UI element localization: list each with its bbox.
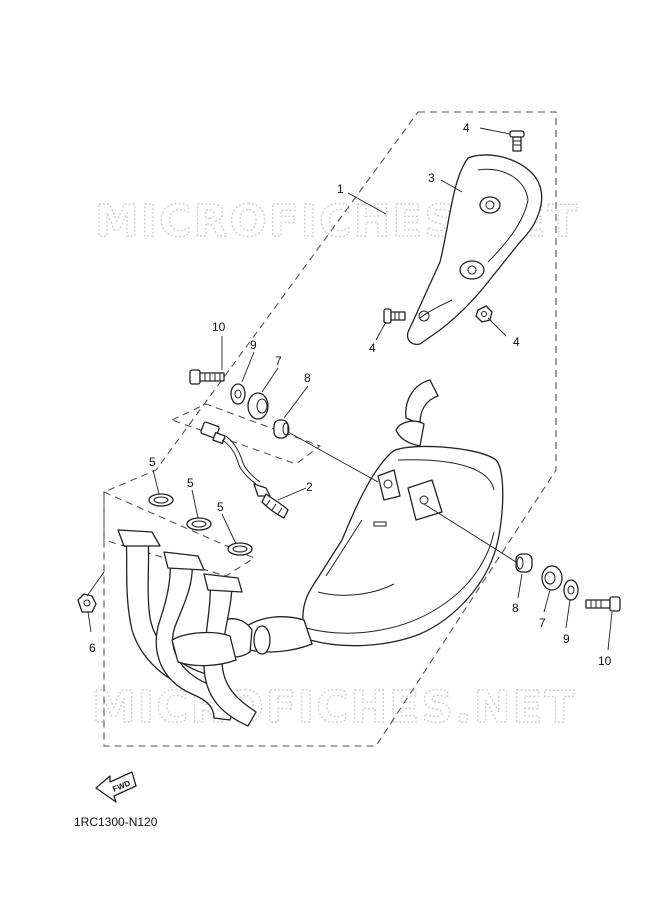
cover-screw-top: [509, 130, 525, 152]
callout-gasket-1: 5: [149, 455, 156, 469]
callout-damper-right: 7: [539, 616, 546, 630]
damper-right: [541, 565, 563, 591]
callout-o2-sensor: 2: [306, 480, 313, 494]
cover-screw-left: [383, 308, 406, 324]
callout-collar-left: 8: [304, 371, 311, 385]
collar-left: [273, 419, 290, 439]
bolt-left: [189, 369, 225, 385]
callout-washer-left: 9: [250, 338, 257, 352]
gasket-2: [186, 517, 212, 531]
callout-bolt-left: 10: [212, 320, 226, 334]
callout-bolt-right: 10: [598, 654, 612, 668]
watermark-bottom: MICROFICHES.NET: [92, 682, 577, 733]
gasket-3: [227, 542, 253, 556]
callout-collar-right: 8: [512, 601, 519, 615]
leader-lines: [86, 127, 613, 651]
muffler-body: [302, 379, 504, 647]
sensor-group-outline: [170, 403, 322, 465]
callout-damper-left: 7: [275, 354, 282, 368]
gasket-1: [148, 493, 174, 507]
callout-muffler-cover: 3: [428, 171, 435, 185]
callout-gasket-2: 5: [187, 476, 194, 490]
callout-muffler-assembly: 1: [337, 182, 344, 196]
exhaust-headers: [117, 529, 313, 727]
callout-cover-screw-left: 4: [369, 341, 376, 355]
collar-right: [515, 553, 533, 573]
callout-cover-screw-top: 4: [463, 121, 470, 135]
muffler-cover: [406, 154, 543, 345]
drawing-code: 1RC1300-N120: [74, 815, 158, 829]
flange-nut: [77, 593, 97, 613]
callout-cover-screw-right: 4: [513, 335, 520, 349]
o2-sensor: [200, 421, 289, 519]
callout-flange-nut: 6: [89, 641, 96, 655]
damper-left: [247, 392, 269, 420]
washer-right: [563, 579, 579, 601]
muffler-assembly-outline: [103, 111, 557, 747]
washer-left: [230, 383, 246, 405]
fwd-arrow-icon: FWD: [95, 771, 137, 803]
bolt-right: [585, 596, 621, 612]
callout-washer-right: 9: [563, 632, 570, 646]
callout-gasket-3: 5: [217, 500, 224, 514]
